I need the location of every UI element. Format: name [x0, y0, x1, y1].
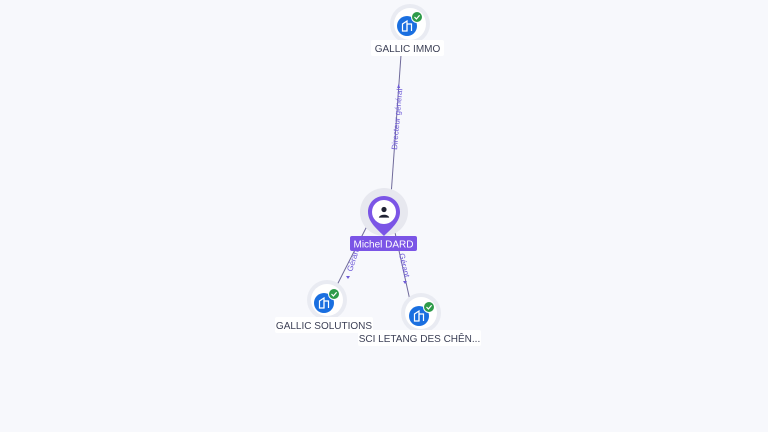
person-node-michel-dard[interactable]: Michel DARD [350, 188, 417, 251]
company-label-box [275, 317, 373, 333]
company-node-sci-letang[interactable]: SCI LETANG DES CHÊN... [358, 293, 481, 346]
company-label-box [371, 40, 444, 56]
edge-arrow-gallic-immo [397, 84, 401, 88]
person-name: Michel DARD [353, 240, 413, 251]
edge-arrow-sci-letang [403, 281, 407, 284]
company-node-gallic-solutions[interactable]: GALLIC SOLUTIONS [275, 280, 373, 333]
company-building-icon [318, 296, 330, 309]
verified-check-icon [328, 288, 340, 300]
edge-label-directeur-general: Directeur général [390, 88, 404, 150]
edge-person-gallic-immo [390, 54, 402, 197]
verified-check-icon [411, 11, 423, 23]
edge-arrow-gallic-solutions [346, 276, 350, 279]
verified-check-icon [423, 301, 435, 313]
company-building-icon [413, 309, 425, 322]
company-label-box [358, 330, 481, 346]
edge-label-gerant-sci: Gérant [397, 252, 411, 279]
company-name: SCI LETANG DES CHÊN... [359, 332, 481, 345]
person-icon [378, 206, 390, 218]
company-building-icon [401, 19, 413, 32]
company-node-gallic-immo[interactable]: GALLIC IMMO [371, 4, 444, 56]
company-name: GALLIC SOLUTIONS [276, 321, 372, 332]
person-label-box [350, 236, 417, 251]
company-name: GALLIC IMMO [375, 44, 441, 55]
